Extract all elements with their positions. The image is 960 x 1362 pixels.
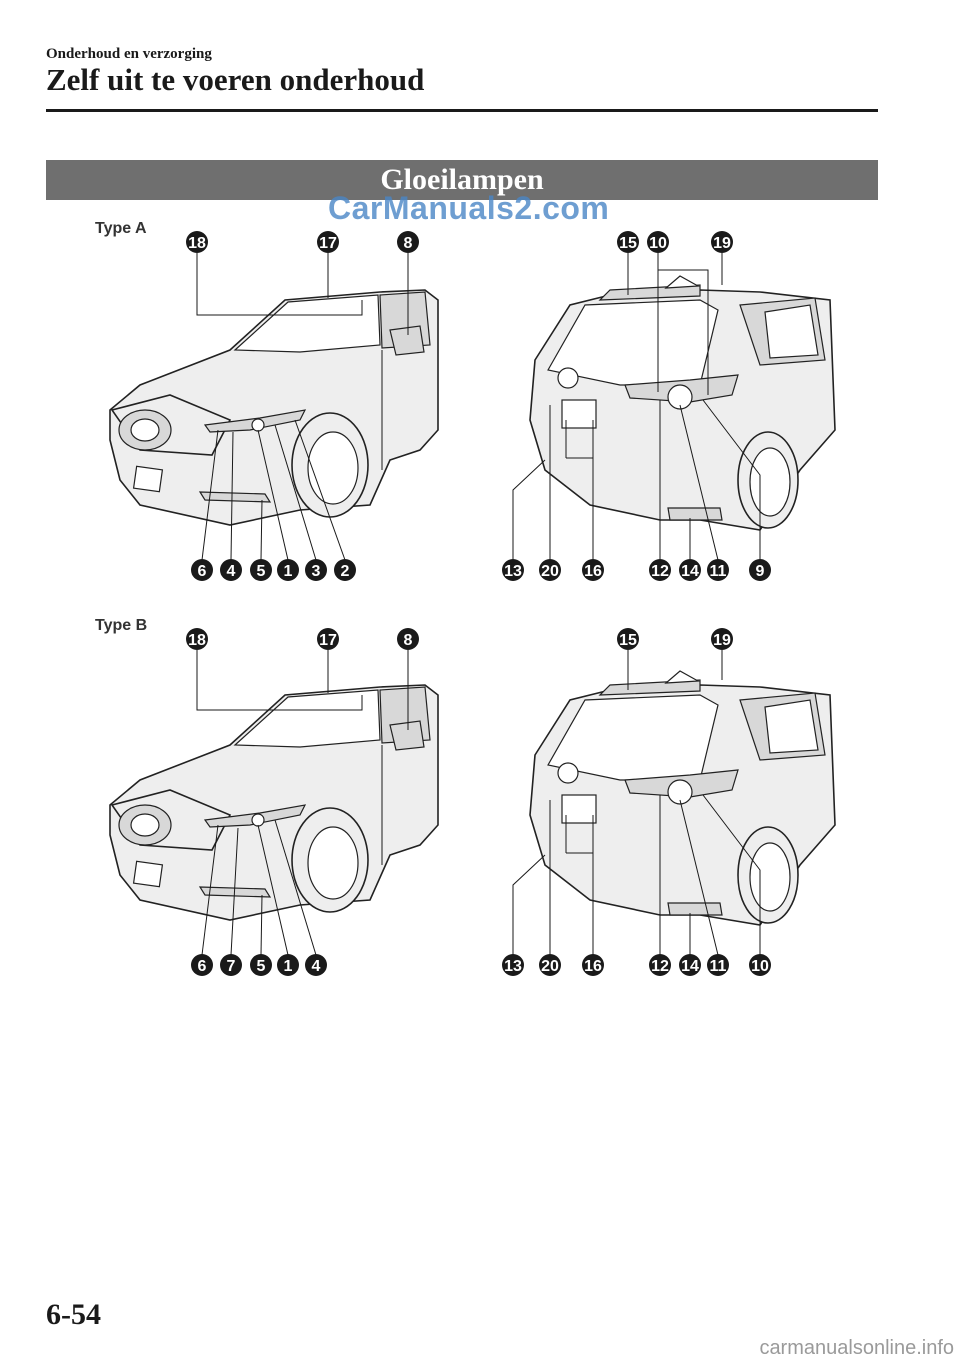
- callout-a-front-2: 2: [334, 559, 356, 581]
- svg-text:12: 12: [651, 563, 669, 580]
- svg-text:2: 2: [341, 563, 350, 580]
- svg-text:7: 7: [227, 958, 236, 975]
- callout-a-rear-15: 15: [617, 231, 639, 253]
- svg-text:3: 3: [312, 563, 321, 580]
- callout-a-rear-9: 9: [749, 559, 771, 581]
- callout-a-front-8: 8: [397, 231, 419, 253]
- type-b-front-callouts: 18 17 8 6 7 5 1 4: [186, 628, 419, 976]
- svg-text:12: 12: [651, 958, 669, 975]
- type-a-front-car-drawing: [109, 289, 439, 526]
- type-a-rear-callouts: 15 10 19 13 20 16 12 14 11 9: [502, 231, 771, 581]
- svg-text:17: 17: [319, 632, 337, 649]
- callout-a-rear-16: 16: [582, 559, 604, 581]
- callout-b-rear-10: 10: [749, 954, 771, 976]
- type-a-rear-car-drawing: [529, 275, 836, 531]
- svg-text:4: 4: [227, 563, 236, 580]
- svg-text:4: 4: [312, 958, 321, 975]
- callout-b-rear-13: 13: [502, 954, 524, 976]
- callout-a-rear-19: 19: [711, 231, 733, 253]
- type-b-front-car-drawing: [109, 684, 439, 921]
- callout-b-rear-20: 20: [539, 954, 561, 976]
- svg-text:16: 16: [584, 563, 602, 580]
- svg-text:10: 10: [649, 235, 667, 252]
- type-b-label: Type B: [95, 617, 148, 634]
- section-banner: Gloeilampen: [46, 160, 878, 200]
- callout-b-rear-14: 14: [679, 954, 701, 976]
- svg-text:15: 15: [619, 235, 637, 252]
- callout-b-rear-19: 19: [711, 628, 733, 650]
- callout-a-front-1: 1: [277, 559, 299, 581]
- callout-a-front-3: 3: [305, 559, 327, 581]
- callout-a-rear-12: 12: [649, 559, 671, 581]
- svg-text:16: 16: [584, 958, 602, 975]
- svg-text:8: 8: [404, 235, 413, 252]
- chapter-title: Zelf uit te voeren onderhoud: [46, 62, 425, 97]
- svg-text:17: 17: [319, 235, 337, 252]
- callout-b-front-5: 5: [250, 954, 272, 976]
- svg-text:15: 15: [619, 632, 637, 649]
- callout-a-rear-13: 13: [502, 559, 524, 581]
- type-b-rear-callouts: 15 19 13 20 16 12 14 11 10: [502, 628, 771, 976]
- callout-b-rear-11: 11: [707, 954, 729, 976]
- svg-text:9: 9: [756, 563, 765, 580]
- callout-a-rear-11: 11: [707, 559, 729, 581]
- svg-text:19: 19: [713, 632, 731, 649]
- callout-b-front-17: 17: [317, 628, 339, 650]
- svg-text:20: 20: [541, 563, 559, 580]
- svg-text:20: 20: [541, 958, 559, 975]
- page-number: 6-54: [46, 1298, 101, 1331]
- type-b-rear-car-drawing: [529, 670, 836, 926]
- svg-text:6: 6: [198, 958, 207, 975]
- callout-a-front-18: 18: [186, 231, 208, 253]
- svg-text:6: 6: [198, 563, 207, 580]
- svg-text:5: 5: [257, 563, 266, 580]
- callout-b-front-6: 6: [191, 954, 213, 976]
- svg-text:14: 14: [681, 563, 699, 580]
- svg-text:11: 11: [710, 563, 727, 580]
- svg-text:10: 10: [751, 958, 769, 975]
- svg-text:11: 11: [710, 958, 727, 975]
- callout-b-front-1: 1: [277, 954, 299, 976]
- svg-text:5: 5: [257, 958, 266, 975]
- footer-watermark: carmanualsonline.info: [759, 1337, 954, 1359]
- callout-b-rear-16: 16: [582, 954, 604, 976]
- callout-b-front-7: 7: [220, 954, 242, 976]
- watermark-logo: CarManuals2.com: [328, 190, 610, 226]
- svg-text:8: 8: [404, 632, 413, 649]
- callout-a-front-6: 6: [191, 559, 213, 581]
- type-a-front-callouts: 18 17 8 6 4 5 1 3 2: [186, 231, 419, 581]
- svg-text:18: 18: [188, 632, 206, 649]
- svg-text:18: 18: [188, 235, 206, 252]
- leader-lines: [196, 253, 761, 956]
- callout-b-front-4: 4: [305, 954, 327, 976]
- svg-text:14: 14: [681, 958, 699, 975]
- callout-b-rear-12: 12: [649, 954, 671, 976]
- type-a-label: Type A: [95, 220, 147, 237]
- callout-a-rear-14: 14: [679, 559, 701, 581]
- svg-text:1: 1: [284, 563, 293, 580]
- svg-text:19: 19: [713, 235, 731, 252]
- callout-b-front-18: 18: [186, 628, 208, 650]
- svg-text:13: 13: [504, 958, 522, 975]
- callout-a-front-5: 5: [250, 559, 272, 581]
- title-rule: [46, 109, 878, 112]
- callout-a-rear-10: 10: [647, 231, 669, 253]
- callout-b-front-8: 8: [397, 628, 419, 650]
- callout-b-rear-15: 15: [617, 628, 639, 650]
- section-header: Onderhoud en verzorging: [46, 46, 212, 62]
- callout-a-front-17: 17: [317, 231, 339, 253]
- callout-a-rear-20: 20: [539, 559, 561, 581]
- svg-text:13: 13: [504, 563, 522, 580]
- svg-text:1: 1: [284, 958, 293, 975]
- callout-a-front-4: 4: [220, 559, 242, 581]
